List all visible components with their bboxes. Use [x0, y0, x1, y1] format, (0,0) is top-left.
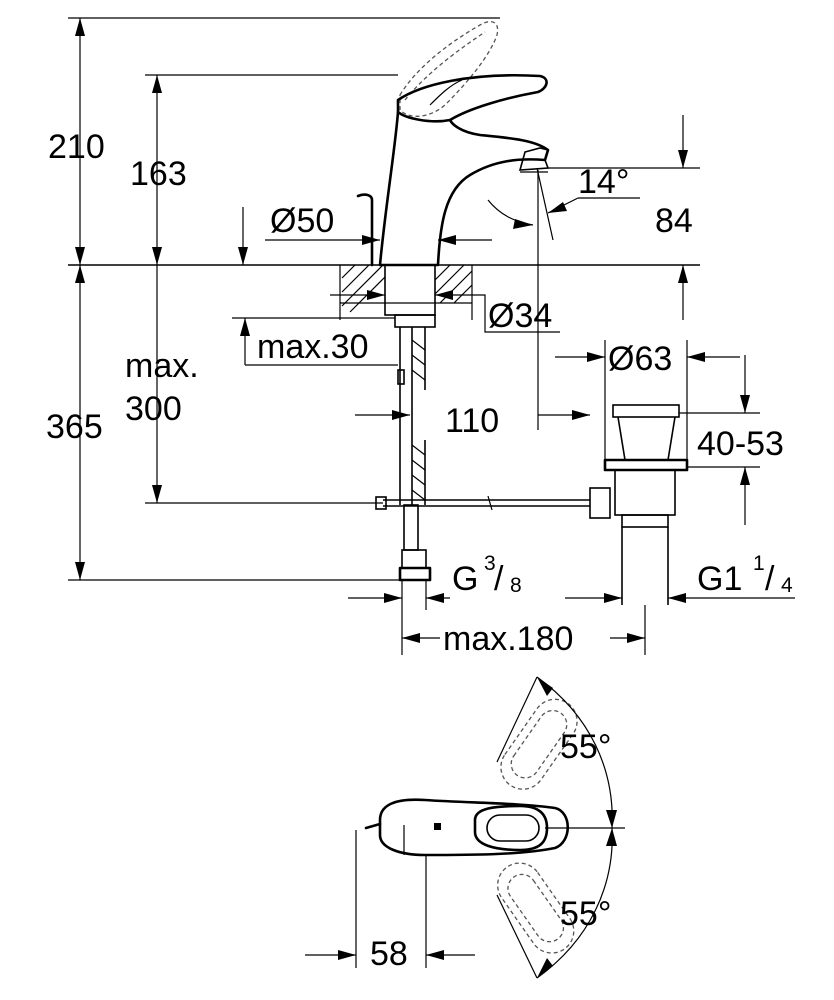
- label-thread-waste-den: 4: [781, 574, 793, 597]
- label-max-180: max.180: [443, 620, 573, 658]
- label-dia-50: Ø50: [270, 202, 334, 240]
- label-dia-63: Ø63: [608, 340, 672, 378]
- label-40-53: 40-53: [697, 425, 784, 463]
- faucet-side-view: [356, 21, 550, 267]
- faucet-body: [378, 110, 550, 267]
- waste-assembly: [589, 404, 689, 605]
- label-max-30: max.30: [257, 328, 369, 366]
- popup-rod: [356, 193, 374, 267]
- label-365: 365: [46, 408, 103, 446]
- label-thread-waste-slash: /: [765, 560, 775, 598]
- label-58: 58: [370, 935, 408, 973]
- ghost-lever: [399, 21, 499, 117]
- countertop: [68, 264, 700, 320]
- label-210: 210: [48, 128, 105, 166]
- label-angle-14: 14°: [578, 163, 629, 201]
- ghost-handle-down: [497, 862, 575, 954]
- label-angle-55-up: 55°: [560, 728, 611, 766]
- top-view-body: [378, 798, 569, 857]
- label-163: 163: [130, 155, 187, 193]
- label-angle-55-down: 55°: [560, 895, 611, 933]
- label-84: 84: [655, 202, 693, 240]
- faucet-lever: [396, 74, 548, 123]
- ghost-handle-up: [500, 698, 578, 790]
- label-thread-supply: G: [452, 560, 478, 598]
- label-dia-34: Ø34: [488, 297, 552, 335]
- label-max-line2: 300: [125, 390, 182, 428]
- label-thread-supply-slash: /: [494, 560, 504, 598]
- label-thread-waste: G1: [697, 560, 742, 598]
- label-thread-waste-num: 1: [753, 552, 765, 575]
- label-thread-supply-num: 3: [484, 552, 496, 575]
- label-110: 110: [445, 402, 499, 440]
- label-max-line1: max.: [125, 347, 199, 385]
- dimension-lines: [68, 17, 795, 655]
- faucet-top-view: [305, 676, 625, 979]
- dimension-labels: 210 163 Ø50 14° 84 Ø34 max.30 max. 300 3…: [46, 128, 793, 973]
- label-thread-supply-den: 8: [510, 574, 522, 597]
